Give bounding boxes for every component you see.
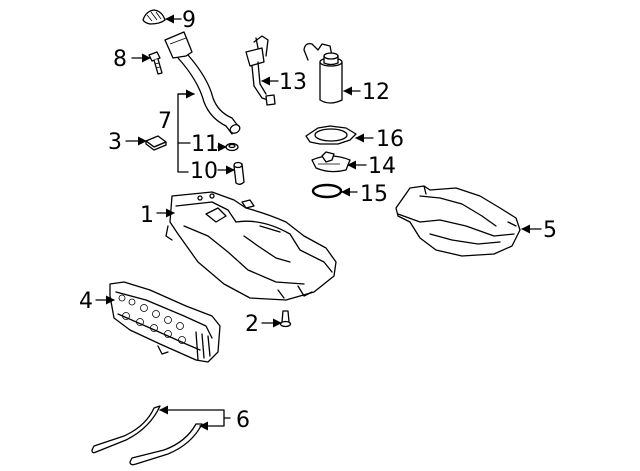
callout-15: 15: [360, 182, 388, 207]
part-6-straps: [91, 405, 203, 466]
part-15-o-ring: [311, 183, 343, 199]
part-16-lock-ring: [305, 125, 357, 145]
callout-8: 8: [113, 47, 127, 72]
part-1-fuel-tank: [165, 191, 337, 301]
part-4-protector: [109, 281, 221, 363]
part-11-clamp: [225, 142, 239, 152]
part-5-heat-shield: [395, 185, 521, 257]
part-3-pad: [145, 135, 167, 151]
part-9-cap: [142, 9, 166, 25]
callout-12: 12: [362, 80, 390, 105]
callout-7: 7: [158, 109, 172, 134]
callout-1: 1: [140, 203, 154, 228]
part-10-hose: [233, 161, 245, 185]
part-2-screw: [279, 310, 292, 328]
bracket-6a: [159, 405, 231, 419]
part-8-bolt: [148, 51, 163, 75]
callout-14: 14: [368, 154, 396, 179]
callout-6: 6: [236, 408, 250, 433]
callout-11: 11: [191, 132, 219, 157]
part-14-sender-unit: [311, 151, 351, 173]
callout-10: 10: [190, 159, 218, 184]
callout-5: 5: [543, 218, 557, 243]
callout-16: 16: [376, 127, 404, 152]
part-7-filler-pipe: [164, 31, 241, 135]
part-12-fuel-pump: [303, 42, 343, 104]
callout-labels: 9 8 7 3 11 10 1 4 2 6 13 12 16 14 15 5: [79, 8, 557, 433]
callout-3: 3: [108, 130, 122, 155]
callout-2: 2: [245, 312, 259, 337]
part-13-sender: [245, 35, 276, 106]
callout-13: 13: [279, 70, 307, 95]
callout-4: 4: [79, 289, 93, 314]
leader-lines: [95, 14, 542, 431]
callout-9: 9: [182, 8, 196, 33]
bracket-6b: [199, 417, 225, 431]
